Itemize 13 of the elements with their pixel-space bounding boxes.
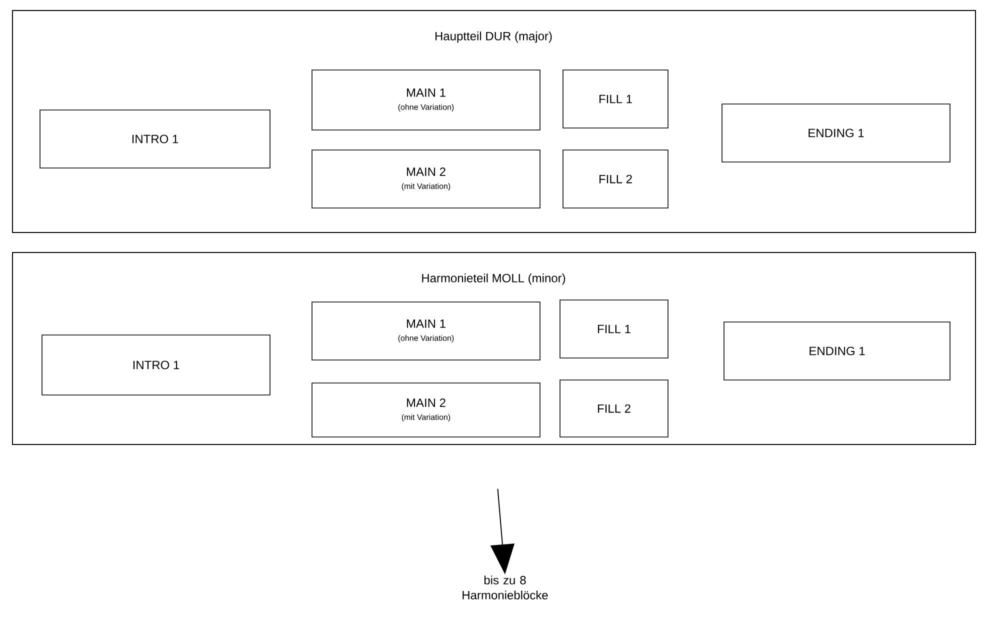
block-box: FILL 2 — [560, 380, 668, 438]
block-box: ENDING 1 — [724, 322, 950, 380]
block-box: FILL 1 — [562, 70, 668, 128]
note-text: bis zu 8 Harmonieblöcke — [462, 576, 548, 600]
block-box: MAIN 1 (ohne Variation) — [312, 302, 540, 360]
block-box: INTRO 1 — [40, 110, 270, 168]
block-box: INTRO 1 — [42, 334, 270, 396]
block-box: FILL 2 — [562, 150, 668, 208]
block-box: MAIN 2 (mit Variation) — [312, 382, 540, 438]
block-box: MAIN 2 (mit Variation) — [312, 150, 540, 208]
block-box: MAIN 1 (ohne Variation) — [312, 70, 540, 130]
block-box: FILL 1 — [560, 300, 668, 358]
block-box: ENDING 1 — [722, 104, 950, 162]
